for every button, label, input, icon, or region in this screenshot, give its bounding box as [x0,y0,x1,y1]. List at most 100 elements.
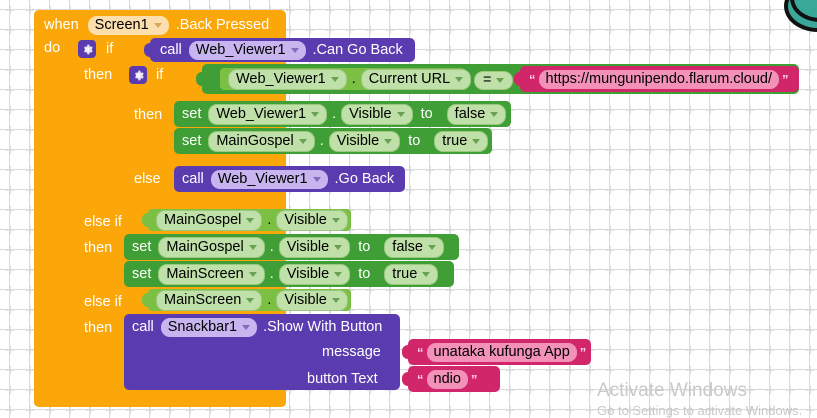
logic-value-false[interactable]: false [384,236,444,258]
component-dropdown-maingospel[interactable]: MainGospel [158,236,265,258]
chevron-down-icon[interactable] [496,78,505,83]
property-dropdown-visible[interactable]: Visible [278,263,351,285]
screen-name: Screen1 [94,16,149,33]
chevron-down-icon[interactable] [298,138,307,144]
text-url-row: “ https://mungunipendo.flarum.cloud/ ” [526,69,792,89]
component-name: MainScreen [164,292,242,308]
outer-if-then-label: then [84,67,113,83]
chevron-down-icon[interactable] [427,244,436,250]
setter-dot: . [332,105,337,122]
component-dropdown-web-viewer1[interactable]: Web_Viewer1 [210,169,328,189]
inner-if-gear-icon[interactable] [129,66,147,84]
outer-if-gear-icon[interactable] [78,40,96,58]
chevron-down-icon[interactable] [472,138,481,144]
component-dropdown-maingospel[interactable]: MainGospel [208,130,315,152]
method-name: .Can Go Back [312,42,403,59]
setter-maingospel-row: set MainGospel . Visible to true [182,130,489,152]
property-dropdown-visible[interactable]: Visible [341,103,413,125]
close-quote: ” [470,371,478,387]
can-go-back-row: call Web_Viewer1 .Can Go Back [160,41,403,60]
compare-left-plug [196,72,205,86]
method-name: .Go Back [334,170,395,187]
chevron-down-icon[interactable] [384,138,393,144]
inner-if-then-label: then [134,107,163,123]
setter-dot: . [269,238,274,255]
chevron-down-icon[interactable] [246,298,255,303]
open-quote: “ [417,344,424,360]
chevron-down-icon[interactable] [422,271,431,277]
component-name: Snackbar1 [167,318,238,335]
do-label: do [44,40,61,56]
text-value-url[interactable]: https://mungunipendo.flarum.cloud/ [538,69,779,89]
chevron-down-icon[interactable] [331,298,340,303]
gear-glyph [83,44,93,54]
chevron-down-icon[interactable] [246,218,255,223]
chevron-down-icon[interactable] [490,111,499,117]
when-label: when [44,16,79,33]
chevron-down-icon[interactable] [248,271,257,277]
property-dropdown-visible[interactable]: Visible [328,130,401,152]
chevron-down-icon[interactable] [455,77,464,82]
property-name: Visible [286,265,330,282]
property-name: Visible [336,132,380,149]
text-message-row: “ unataka kufunga App ” [414,342,589,362]
chevron-down-icon[interactable] [331,218,340,223]
property-dropdown-visible[interactable]: Visible [278,236,351,258]
chevron-down-icon[interactable] [330,77,339,82]
chevron-down-icon[interactable] [153,22,162,28]
to-label: to [408,132,421,149]
logic-value: true [442,132,468,149]
screen-dropdown[interactable]: Screen1 [87,15,169,35]
logic-value-true[interactable]: true [384,263,439,285]
snackbar-header-row: call Snackbar1 .Show With Button [132,317,383,337]
property-name: Current URL [368,71,451,87]
getter-current-url-row: Web_Viewer1 . Current URL [228,69,472,90]
component-dropdown-mainscreen[interactable]: MainScreen [158,263,265,285]
snackbar-arg-message-label: message [322,344,381,360]
event-block-footer[interactable] [34,390,286,407]
chevron-down-icon[interactable] [334,244,343,250]
inner-if-else-label: else [134,171,161,187]
logic-value-false[interactable]: false [446,103,507,125]
chevron-down-icon[interactable] [311,111,320,117]
chevron-down-icon[interactable] [312,176,321,182]
url-left-plug [514,72,523,86]
component-dropdown-snackbar1[interactable]: Snackbar1 [160,317,258,337]
chevron-down-icon[interactable] [290,48,299,53]
chevron-down-icon[interactable] [396,111,405,117]
setter-maingospel-false-row: set MainGospel . Visible to false [132,236,444,258]
chevron-down-icon[interactable] [334,271,343,277]
close-quote: ” [579,344,587,360]
component-dropdown-web-viewer1[interactable]: Web_Viewer1 [208,103,328,125]
property-name: Visible [286,238,330,255]
property-dropdown-current-url[interactable]: Current URL [360,69,472,90]
to-label: to [358,265,371,282]
component-dropdown-web-viewer1[interactable]: Web_Viewer1 [188,41,306,60]
text-button-text-row: “ ndio ” [414,369,480,389]
outer-if-label: if [106,41,114,57]
component-name: Web_Viewer1 [216,105,307,122]
text-value-button-text[interactable]: ndio [426,369,468,389]
call-label: call [160,42,182,59]
logic-value: false [392,238,423,255]
property-name: Visible [284,212,327,228]
property-dropdown-visible[interactable]: Visible [276,210,348,231]
property-dropdown-visible[interactable]: Visible [276,290,348,311]
open-quote: “ [417,371,424,387]
component-dropdown-web-viewer1[interactable]: Web_Viewer1 [228,69,347,90]
component-dropdown-maingospel[interactable]: MainGospel [156,210,263,231]
logic-value: true [392,265,418,282]
go-back-row: call Web_Viewer1 .Go Back [182,169,395,189]
method-name: .Show With Button [263,318,383,335]
to-label: to [420,105,433,122]
logic-value-true[interactable]: true [434,130,489,152]
chevron-down-icon[interactable] [242,324,251,330]
text-value-message[interactable]: unataka kufunga App [426,342,577,362]
component-dropdown-mainscreen[interactable]: MainScreen [156,290,263,311]
chevron-down-icon[interactable] [248,244,257,250]
component-name: MainScreen [166,265,244,282]
else-if-2-then-label: then [84,320,113,336]
operator-dropdown-equals[interactable]: = [474,71,514,90]
component-name: Web_Viewer1 [195,42,286,58]
